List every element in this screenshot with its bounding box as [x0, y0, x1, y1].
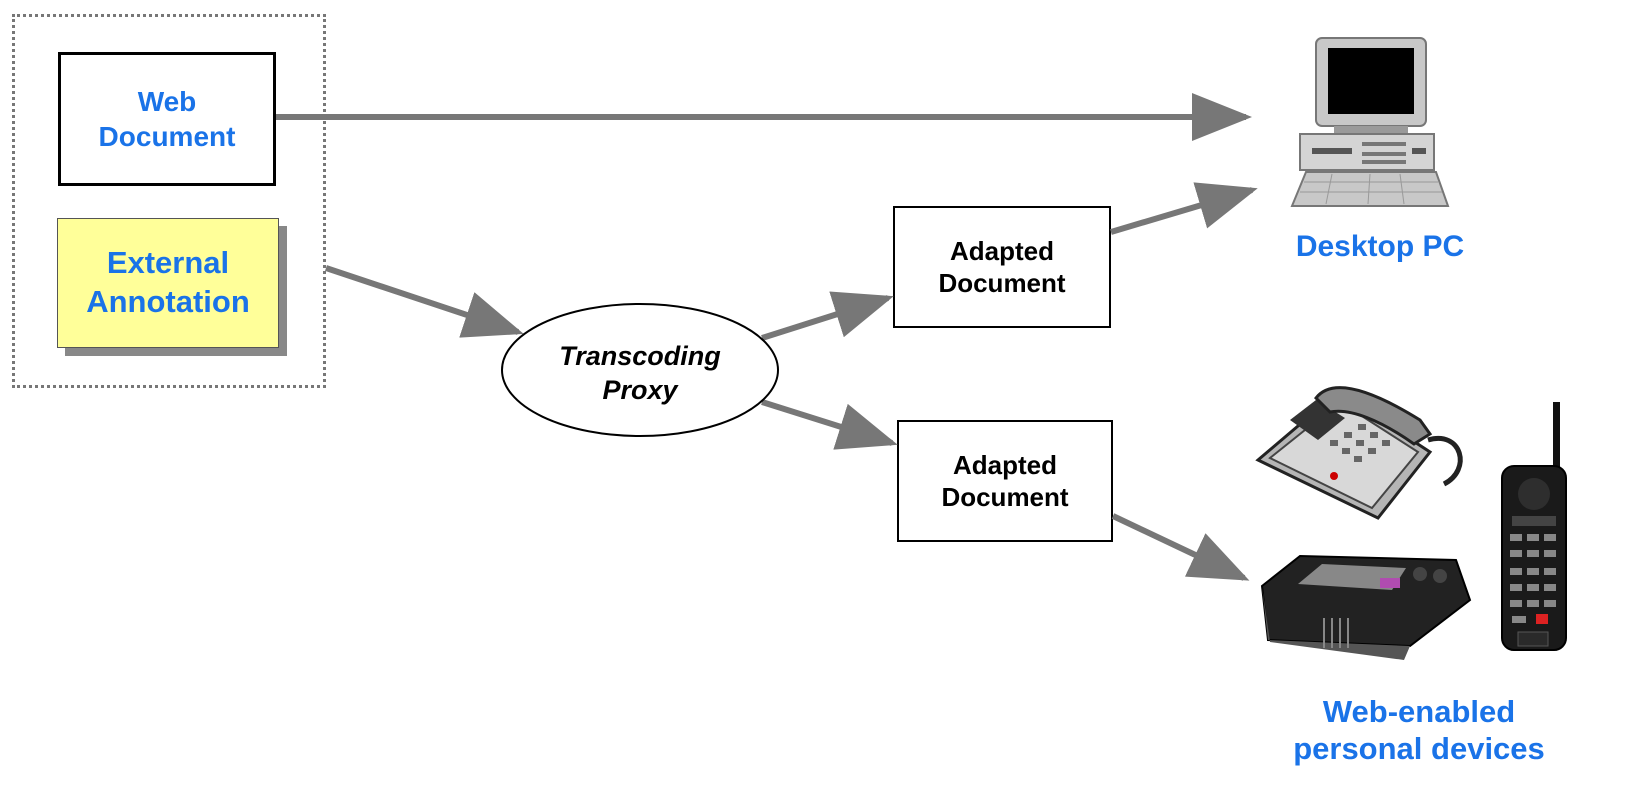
adapted-document-box-bottom: Adapted Document — [897, 420, 1113, 542]
external-annotation-box: External Annotation — [57, 218, 279, 348]
desk-phone-icon — [1255, 386, 1463, 520]
arrow-proxy-to-adapted-top — [761, 291, 894, 341]
external-annotation-label: External Annotation — [86, 245, 250, 319]
arrow-proxy-to-adapted-bottom — [761, 399, 898, 450]
devices-label: Web-enabled personal devices — [1293, 694, 1545, 766]
document-bundle-outline — [12, 14, 326, 388]
adapted-document-box-top: Adapted Document — [893, 206, 1111, 328]
adapted-document-label-top: Adapted Document — [938, 235, 1066, 299]
pager-icon — [1260, 554, 1472, 660]
web-document-box: Web Document — [58, 52, 276, 186]
transcoding-proxy-ellipse — [501, 303, 779, 437]
cordless-phone-icon — [1501, 402, 1567, 651]
transcoding-proxy-label: Transcoding Proxy — [559, 341, 721, 405]
web-document-label: Web Document — [98, 86, 236, 152]
adapted-document-label-bottom: Adapted Document — [941, 449, 1069, 513]
arrow-adapted-bottom-to-devices — [1111, 513, 1250, 581]
desktop-pc-icon — [1290, 37, 1450, 207]
arrow-annotation-to-proxy — [325, 265, 524, 338]
arrow-adapted-top-to-desktop — [1110, 182, 1258, 235]
desktop-pc-label: Desktop PC — [1295, 230, 1465, 263]
